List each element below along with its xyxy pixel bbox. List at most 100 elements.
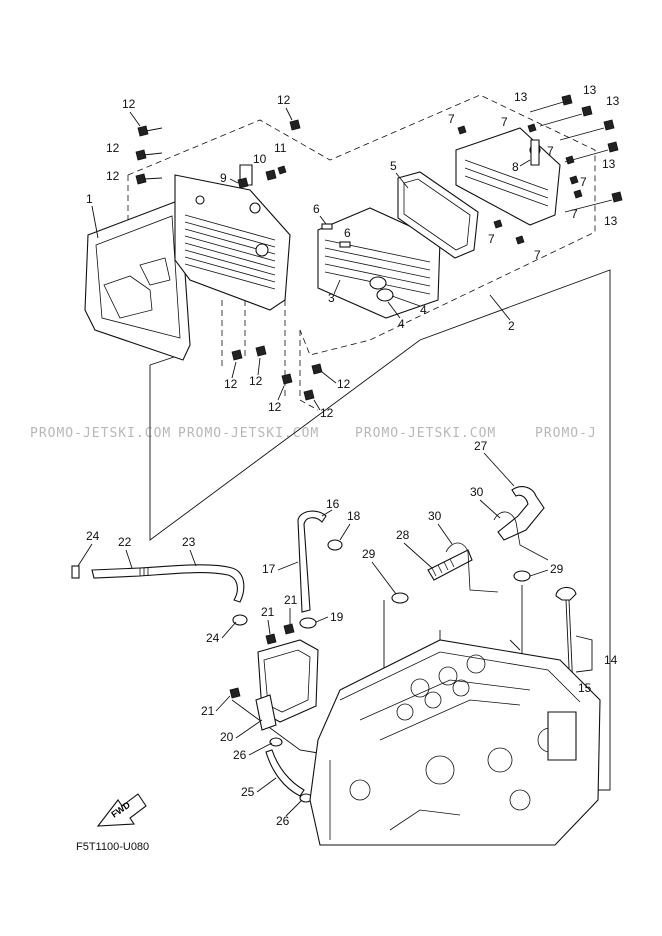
oil-cooler-outer-cover <box>455 127 561 226</box>
callout-9: 9 <box>220 171 227 185</box>
bolt-21-b <box>283 623 295 635</box>
callout-21-b: 21 <box>284 593 298 607</box>
oil-cooler-cover <box>174 164 291 311</box>
bolt-13-c <box>559 119 615 141</box>
bolt-7-d <box>569 175 579 185</box>
callout-5: 5 <box>390 159 397 173</box>
bolt-12-e <box>231 349 243 361</box>
bolt-12-a <box>137 125 163 137</box>
callout-28: 28 <box>396 528 410 542</box>
callout-12-h: 12 <box>337 377 351 391</box>
bolt-13-e <box>564 191 623 213</box>
callout-7-d: 7 <box>580 175 587 189</box>
callout-7-b: 7 <box>501 115 508 129</box>
watermark-text-1: PROMO-JETSKI.COM <box>30 426 171 441</box>
bolt-10 <box>265 169 277 181</box>
callout-24-a: 24 <box>86 529 100 543</box>
callout-29-b: 29 <box>550 562 564 576</box>
callout-26-b: 26 <box>276 814 290 828</box>
bolt-13-b <box>539 105 593 127</box>
bolt-12-g <box>281 373 293 385</box>
watermark-text-3: PROMO-JETSKI.COM <box>355 426 496 441</box>
cooler-element-part-3 <box>317 207 441 319</box>
callout-12-d: 12 <box>277 93 291 107</box>
callout-12-f: 12 <box>249 374 263 388</box>
clamp-24-a <box>71 565 80 579</box>
bolt-7-f <box>493 219 503 229</box>
callout-12-a: 12 <box>122 97 136 111</box>
callout-21-c: 21 <box>201 704 215 718</box>
callout-29-a: 29 <box>362 547 376 561</box>
callout-14: 14 <box>604 653 618 667</box>
callout-3: 3 <box>328 291 335 305</box>
bolt-12-f <box>255 345 267 357</box>
bolt-12-b <box>135 149 163 161</box>
pin-6-b <box>339 241 351 248</box>
callout-13-b: 13 <box>583 83 597 97</box>
callout-7-g: 7 <box>534 248 541 262</box>
callout-4-a: 4 <box>420 303 427 317</box>
callout-11: 11 <box>274 141 287 155</box>
bolt-21-a <box>265 633 277 645</box>
bolt-12-h <box>311 363 323 375</box>
callout-2: 2 <box>508 319 515 333</box>
callout-13-a: 13 <box>514 90 528 104</box>
fwd-arrow-icon: FWD <box>96 793 147 827</box>
callout-6-a: 6 <box>313 202 320 216</box>
oil-separator-part-20 <box>255 639 319 731</box>
clamp-18 <box>327 539 343 551</box>
bolt-7-b <box>527 123 537 133</box>
clamp-29-a <box>391 592 409 604</box>
callout-12-i: 12 <box>320 406 334 420</box>
callout-8: 8 <box>512 160 519 174</box>
clamp-19 <box>299 617 317 629</box>
bolt-12-i <box>303 389 315 401</box>
callout-25: 25 <box>241 785 255 799</box>
callout-12-b: 12 <box>106 141 120 155</box>
callout-17: 17 <box>262 562 276 576</box>
bolt-21-c <box>229 687 241 699</box>
callout-30-a: 30 <box>470 485 484 499</box>
hose-part-25 <box>265 749 305 797</box>
watermark-text-2: PROMO-JETSKI.COM <box>178 426 319 441</box>
clamp-29-b <box>513 570 531 582</box>
callout-7-a: 7 <box>448 112 455 126</box>
callout-13-c: 13 <box>606 94 620 108</box>
callout-12-e: 12 <box>224 377 238 391</box>
callout-30-b: 30 <box>428 509 442 523</box>
bolt-7-c <box>565 155 575 165</box>
bolt-12-d <box>289 119 301 131</box>
clamps <box>71 539 531 803</box>
breather-hoses <box>91 486 549 613</box>
clamp-26-a <box>269 737 283 747</box>
callout-4-b: 4 <box>398 317 405 331</box>
callout-23: 23 <box>182 535 196 549</box>
callout-22: 22 <box>118 535 132 549</box>
callout-12-c: 12 <box>106 169 120 183</box>
callout-6-b: 6 <box>344 226 351 240</box>
clamp-24-b <box>232 614 248 626</box>
watermark: PROMO-JETSKI.COM PROMO-JETSKI.COM PROMO-… <box>30 426 596 441</box>
bolt-12-c <box>135 173 163 185</box>
callout-12-g: 12 <box>268 400 282 414</box>
pin-6-a <box>321 223 333 230</box>
callout-16: 16 <box>326 497 340 511</box>
bolts <box>135 94 623 401</box>
gasket-part-1 <box>84 199 191 361</box>
callout-10: 10 <box>253 152 267 166</box>
callout-7-c: 7 <box>547 144 554 158</box>
bolt-11 <box>277 165 287 175</box>
callout-21-a: 21 <box>261 605 275 619</box>
bolt-7-g <box>515 235 525 245</box>
callout-13-e: 13 <box>604 214 618 228</box>
callout-24-b: 24 <box>206 631 220 645</box>
callout-7-f: 7 <box>488 232 495 246</box>
diagram-code: F5T1100-U080 <box>76 841 149 853</box>
bolt-7-e <box>573 189 583 199</box>
callout-27: 27 <box>474 439 488 453</box>
callout-1: 1 <box>86 192 93 206</box>
gasket-part-5 <box>397 171 479 259</box>
callout-26-a: 26 <box>233 748 247 762</box>
callout-15: 15 <box>578 681 592 695</box>
